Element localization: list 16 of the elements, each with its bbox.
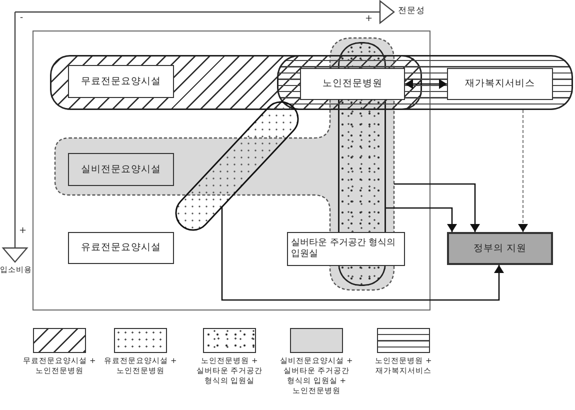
double-arrow <box>405 79 447 89</box>
axis-label: 전문성 <box>398 7 425 16</box>
axis-label: - <box>20 14 24 23</box>
category-box: 무료전문요양시설 <box>68 65 174 98</box>
category-box: 실비전문요양시설 <box>68 153 174 186</box>
category-box: 노인전문병원 <box>300 68 405 100</box>
category-box: 재가복지서비스 <box>447 68 553 100</box>
arrow <box>386 207 457 232</box>
category-box: 정부의 지원 <box>447 232 553 265</box>
arrow <box>221 206 504 301</box>
dashed-arrow <box>518 110 528 232</box>
axis-label: + <box>19 227 27 236</box>
axis-label: + <box>365 15 373 24</box>
category-box: 유료전문요양시설 <box>68 232 174 264</box>
category-box: 실버타운 주거공간 형식의 입원실 <box>287 232 405 266</box>
arrow <box>394 183 480 232</box>
